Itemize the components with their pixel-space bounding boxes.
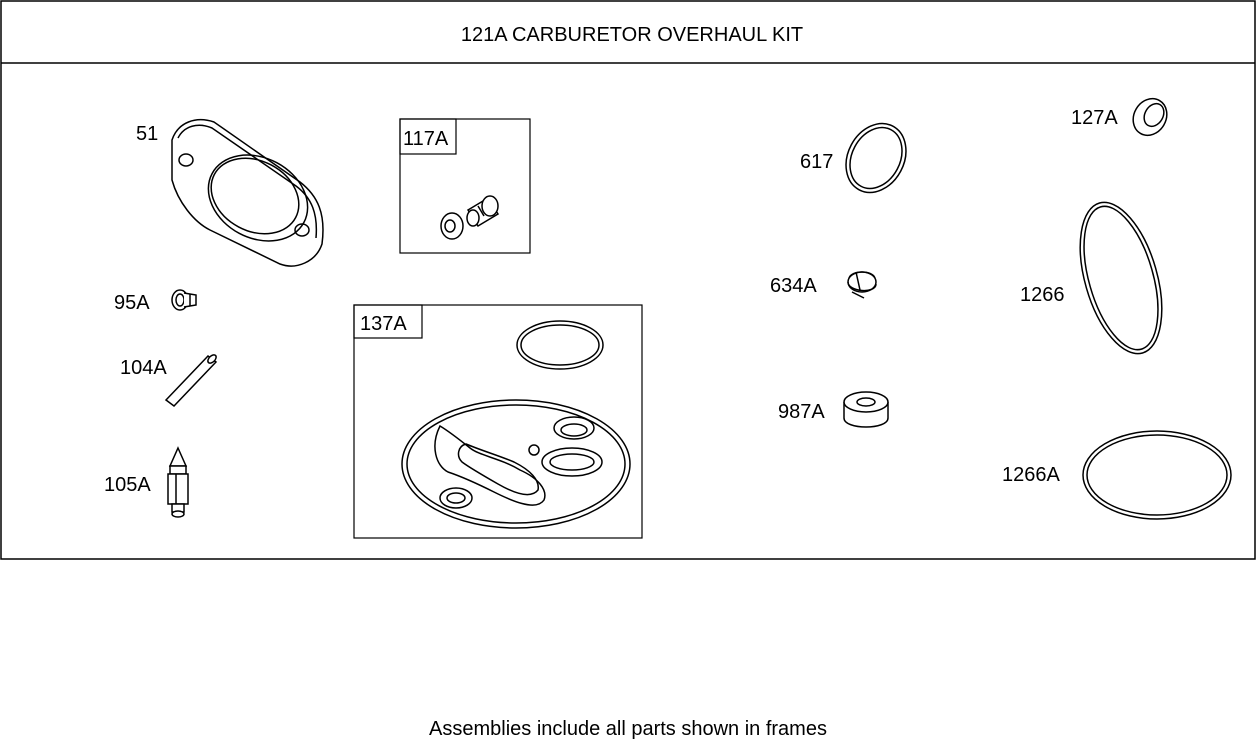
label-617: 617 <box>800 151 833 173</box>
part-51-gasket[interactable] <box>171 119 324 267</box>
label-987A: 987A <box>778 401 825 423</box>
footer-note: Assemblies include all parts shown in fr… <box>429 718 827 740</box>
frame-137A-tag <box>353 304 423 339</box>
frame-117A-tag <box>399 118 457 155</box>
part-617-ring[interactable] <box>834 113 917 203</box>
label-105A: 105A <box>104 474 151 496</box>
part-127A-cap[interactable] <box>1127 93 1174 142</box>
label-95A: 95A <box>114 292 150 314</box>
diagram-frame <box>0 0 1256 560</box>
label-51: 51 <box>136 123 158 145</box>
label-117A: 117A <box>403 128 449 150</box>
kit-title: 121A CARBURETOR OVERHAUL KIT <box>461 24 803 46</box>
label-1266A: 1266A <box>1002 464 1060 486</box>
label-634A: 634A <box>770 275 817 297</box>
part-1266-ring[interactable] <box>1065 193 1177 363</box>
part-137A-bowl-gasket[interactable] <box>401 399 631 529</box>
label-137A: 137A <box>360 313 407 335</box>
label-1266: 1266 <box>1020 284 1065 306</box>
part-117A-jet[interactable] <box>440 195 500 240</box>
frame-117A <box>399 118 531 254</box>
part-987A-seal[interactable] <box>843 391 889 428</box>
label-104A: 104A <box>120 357 167 379</box>
label-127A: 127A <box>1071 107 1118 129</box>
part-1266A-ring[interactable] <box>1082 430 1232 520</box>
part-95A-screw[interactable] <box>171 289 197 311</box>
part-104A-pin[interactable] <box>164 353 218 407</box>
part-137A-gasket-ring[interactable] <box>516 320 604 370</box>
part-634A-spring[interactable] <box>847 271 877 299</box>
part-105A-needle[interactable] <box>167 446 189 518</box>
frame-137A <box>353 304 643 539</box>
